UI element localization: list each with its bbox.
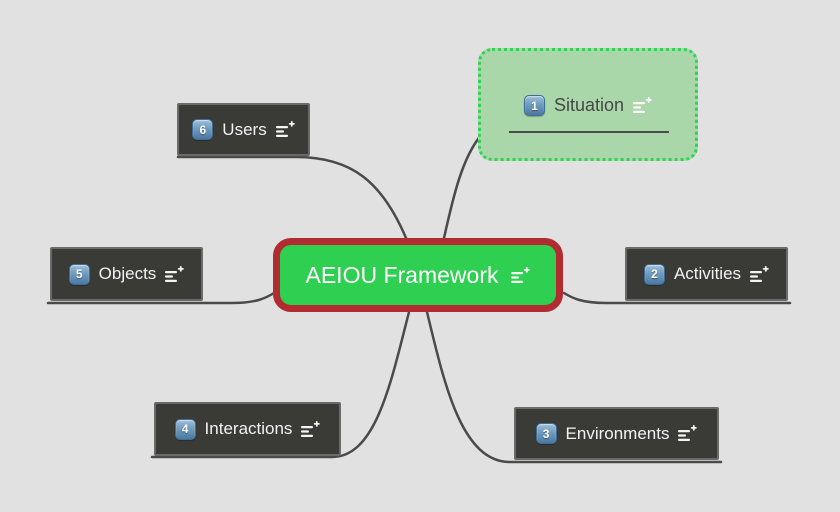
branch-line-users [176, 155, 408, 240]
add-note-icon[interactable] [750, 265, 769, 283]
add-note-icon[interactable] [165, 265, 185, 283]
node-situation[interactable]: 1 Situation [478, 48, 698, 161]
keycap-5-badge: 5 [68, 263, 90, 285]
node-users[interactable]: 6 Users [177, 103, 310, 156]
node-situation-label-row: 1 Situation [481, 95, 695, 116]
node-environments-label: Environments [565, 423, 670, 443]
branch-line-objects [46, 291, 276, 305]
add-note-icon[interactable] [678, 425, 698, 442]
node-objects[interactable]: 5 Objects [50, 247, 203, 301]
node-users-label: Users [222, 119, 267, 139]
branch-line-activities [562, 291, 792, 305]
node-activities[interactable]: 2 Activities [625, 247, 788, 301]
add-note-icon[interactable] [301, 420, 321, 438]
keycap-2-badge: 2 [643, 263, 665, 285]
node-situation-label: Situation [553, 95, 625, 115]
node-situation-branch-underline [509, 131, 669, 133]
keycap-4-badge: 4 [174, 418, 196, 440]
add-note-icon[interactable] [275, 121, 295, 138]
node-interactions[interactable]: 4 Interactions [154, 402, 341, 456]
add-note-icon[interactable] [633, 97, 652, 114]
node-activities-label: Activities [673, 264, 742, 283]
branch-line-situation [442, 132, 484, 240]
root-node-label: AEIOU Framework [305, 261, 499, 288]
keycap-3-badge: 3 [535, 423, 557, 444]
root-node-aeiou-framework[interactable]: AEIOU Framework [273, 238, 563, 312]
keycap-6-badge: 6 [192, 119, 214, 140]
branch-line-environments [425, 310, 723, 464]
keycap-1-badge: 1 [523, 95, 545, 116]
node-interactions-label: Interactions [204, 419, 293, 438]
node-objects-label: Objects [98, 264, 157, 283]
node-environments[interactable]: 3 Environments [514, 407, 719, 460]
branch-line-interactions [150, 310, 411, 459]
add-note-icon[interactable] [511, 266, 531, 284]
